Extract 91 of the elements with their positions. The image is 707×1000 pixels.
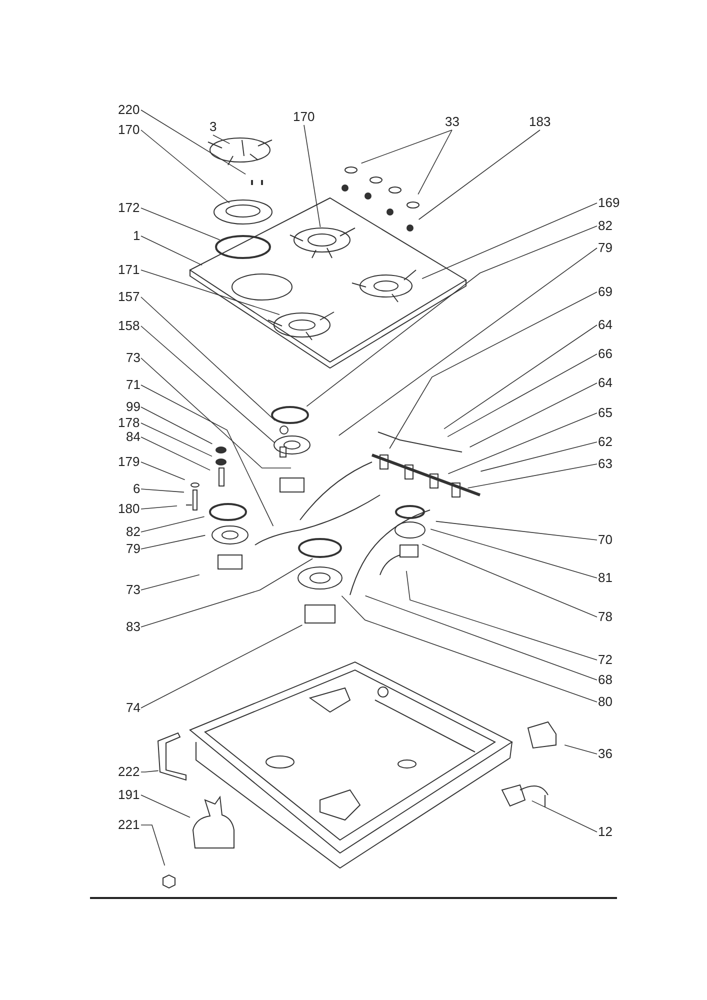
callout-number: 79: [598, 241, 612, 255]
leader-line: [406, 570, 598, 660]
callout-number: 63: [598, 457, 612, 471]
callout-number: 222: [118, 765, 140, 779]
leader-line: [304, 124, 321, 228]
leader-line: [140, 516, 205, 532]
callout-number: 81: [598, 571, 612, 585]
callout-number: 221: [118, 818, 140, 832]
callout-number: 6: [133, 482, 140, 496]
leader-line: [140, 406, 213, 444]
leader-line: [140, 422, 212, 457]
leader-line: [140, 770, 159, 772]
leader-line: [140, 110, 246, 175]
callout-number: 68: [598, 673, 612, 687]
leader-line: [389, 292, 598, 449]
callout-number: 71: [126, 378, 140, 392]
callout-number: 179: [118, 455, 140, 469]
callout-number: 73: [126, 583, 140, 597]
leader-line: [418, 130, 540, 220]
callout-number: 70: [598, 533, 612, 547]
callout-number: 191: [118, 788, 140, 802]
leader-line: [140, 326, 276, 444]
leader-line: [140, 558, 313, 628]
callout-number: 80: [598, 695, 612, 709]
leader-line: [140, 358, 292, 468]
leader-line: [140, 506, 178, 510]
leader-line: [140, 270, 280, 315]
callout-number: 180: [118, 502, 140, 516]
callout-number: 33: [445, 115, 460, 129]
callout-number: 170: [118, 123, 140, 137]
callout-number: 1: [133, 229, 140, 243]
leader-line: [306, 226, 598, 407]
leader-line: [480, 442, 598, 472]
callout-number: 183: [529, 115, 551, 129]
callout-number: 157: [118, 290, 140, 304]
callout-number: 169: [598, 196, 620, 210]
leader-line: [436, 520, 598, 540]
callout-number: 74: [126, 701, 140, 715]
callout-number: 12: [598, 825, 612, 839]
leader-line: [140, 462, 186, 480]
leader-line: [140, 236, 202, 266]
callout-number: 82: [598, 219, 612, 233]
callout-number: 172: [118, 201, 140, 215]
callout-number: 158: [118, 319, 140, 333]
leader-line: [140, 624, 303, 708]
callout-number: 171: [118, 263, 140, 277]
callout-number: 220: [118, 103, 140, 117]
leader-line: [422, 544, 598, 618]
callout-number: 64: [598, 318, 612, 332]
callout-number: 83: [126, 620, 140, 634]
callout-number: 99: [126, 400, 140, 414]
leader-line: [469, 382, 598, 448]
callout-number: 72: [598, 653, 612, 667]
leader-line: [447, 354, 598, 438]
leader-line: [430, 528, 598, 578]
leader-line: [140, 574, 200, 590]
leader-line: [422, 202, 598, 279]
callout-number: 65: [598, 406, 612, 420]
leader-line: [341, 596, 598, 702]
leader-line: [140, 296, 276, 421]
leader-line: [140, 824, 166, 866]
leader-line: [467, 464, 598, 488]
callout-number: 3: [210, 120, 217, 134]
callout-number: 79: [126, 542, 140, 556]
leader-line: [140, 208, 220, 240]
leader-line: [448, 412, 598, 474]
leader-line: [140, 488, 184, 493]
leader-line: [140, 436, 210, 471]
leader-line: [418, 130, 452, 195]
leader-line: [140, 130, 230, 204]
leader-line: [364, 595, 598, 680]
callout-number: 66: [598, 347, 612, 361]
callout-number: 78: [598, 610, 612, 624]
callout-number: 178: [118, 416, 140, 430]
callout-number: 84: [126, 430, 140, 444]
leader-line: [338, 248, 598, 436]
leader-line: [212, 134, 230, 144]
callout-number: 170: [293, 110, 315, 124]
callout-number: 82: [126, 525, 140, 539]
leader-line: [140, 384, 274, 526]
leader-line: [444, 324, 598, 430]
leader-line: [140, 794, 190, 818]
leader-line: [564, 744, 598, 754]
callout-number: 62: [598, 435, 612, 449]
callout-number: 36: [598, 747, 612, 761]
callout-number: 69: [598, 285, 612, 299]
callout-number: 64: [598, 376, 612, 390]
callout-number: 73: [126, 351, 140, 365]
leader-line: [532, 800, 598, 832]
leader-line: [360, 130, 452, 164]
leader-line: [140, 534, 206, 550]
